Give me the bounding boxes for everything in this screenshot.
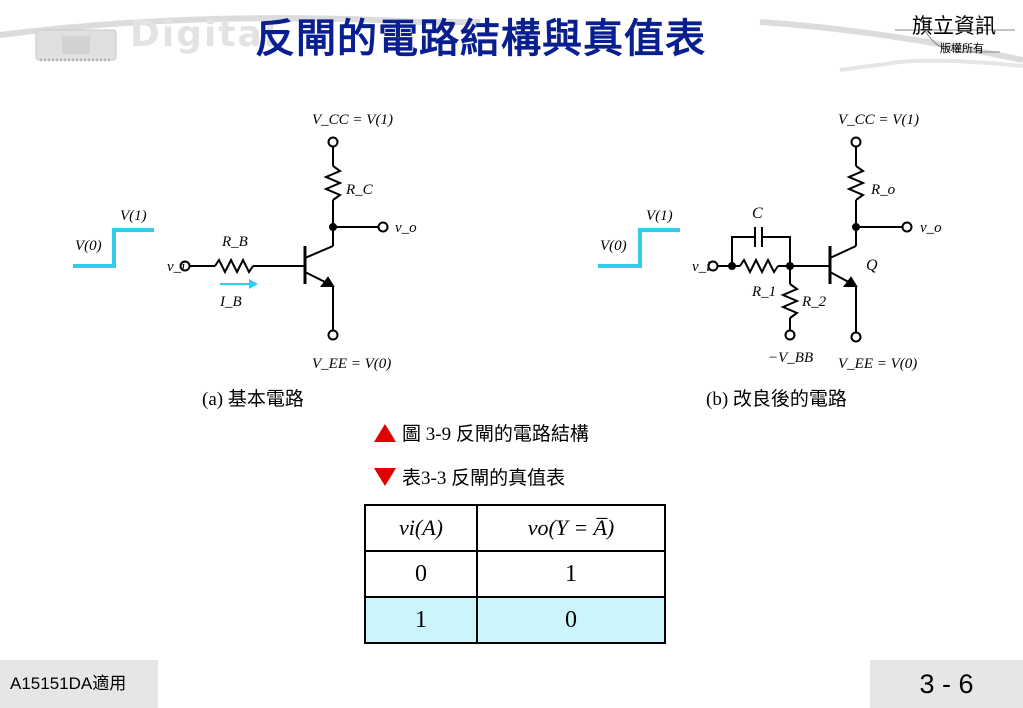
slide-header: Digital 反閘的電路結構與真值表 旗立資訊 版權所有: [0, 0, 1023, 72]
table-caption: 表3-3 反閘的真值表: [374, 463, 565, 490]
rb-label: R_B: [221, 234, 248, 250]
r1-resistor: [739, 257, 779, 275]
input-waveform-a: [73, 228, 154, 268]
input-high-label-a: V(1): [120, 208, 147, 224]
triangle-down-icon: [374, 468, 396, 486]
table-header-row: vi(A) vo(Y = A̅): [364, 504, 666, 552]
circuit-a-caption: (a) 基本電路: [202, 389, 304, 410]
vee-label-a: V_EE = V(0): [312, 356, 391, 372]
vi-label-b: v_i: [692, 259, 710, 275]
figure-caption-text: 圖 3-9 反閘的電路結構: [402, 424, 589, 445]
ro-resistor: [846, 165, 866, 201]
r2-resistor: [780, 283, 800, 319]
c-label: C: [752, 205, 763, 222]
header-watermark: Digital: [130, 14, 279, 55]
table-cell: 0: [476, 596, 666, 644]
page-number: 3 - 6: [870, 660, 1023, 708]
rc-label: R_C: [345, 182, 374, 198]
table-row: 0 1: [364, 550, 666, 598]
table-cell: 1: [476, 550, 666, 598]
q-label: Q: [866, 257, 878, 274]
vi-label-a: v_i: [167, 259, 185, 275]
input-waveform-b: [598, 228, 680, 268]
table-cell: 0: [364, 550, 478, 598]
vee-label-b: V_EE = V(0): [838, 356, 917, 372]
vi-terminal-b: [707, 260, 719, 272]
rb-resistor: [214, 257, 254, 275]
r2-label: R_2: [801, 294, 827, 310]
input-low-label-b: V(0): [600, 238, 627, 254]
table-header-output: vo(Y = A̅): [476, 504, 666, 552]
truth-table: vi(A) vo(Y = A̅) 0 1 1 0: [364, 504, 666, 644]
copyright-note: 版權所有: [940, 42, 984, 55]
vcc-terminal-b: [850, 136, 862, 148]
rc-resistor: [323, 165, 343, 201]
table-row: 1 0: [364, 596, 666, 644]
vo-label-a: v_o: [395, 220, 417, 236]
vbb-terminal: [784, 329, 796, 341]
circuit-b-caption: (b) 改良後的電路: [706, 389, 847, 410]
page-title: 反閘的電路結構與真值表: [255, 15, 706, 62]
vcc-label-a: V_CC = V(1): [312, 112, 393, 128]
circuit-a: [179, 136, 389, 341]
figure-caption: 圖 3-9 反閘的電路結構: [374, 419, 589, 446]
circuit-diagrams: V_CC = V(1) R_C v_o R_B v_i I_B V_EE = V…: [73, 112, 942, 372]
table-caption-text: 表3-3 反閘的真值表: [402, 468, 566, 489]
table-cell: 1: [364, 596, 478, 644]
table-header-input: vi(A): [364, 504, 478, 552]
vi-terminal-a: [179, 260, 191, 272]
circuit-b: [707, 136, 913, 343]
vbb-label: −V_BB: [768, 350, 813, 366]
chip-icon: [35, 29, 117, 62]
vo-terminal-a: [377, 221, 389, 233]
input-high-label-b: V(1): [646, 208, 673, 224]
vcc-label-b: V_CC = V(1): [838, 112, 919, 128]
ib-label: I_B: [219, 294, 242, 310]
vo-terminal-b: [901, 221, 913, 233]
ro-label: R_o: [870, 182, 896, 198]
input-low-label-a: V(0): [75, 238, 102, 254]
course-code: A15151DA適用: [0, 660, 158, 708]
vee-terminal-b: [850, 331, 862, 343]
r1-label: R_1: [751, 284, 776, 300]
header-decoration: [0, 15, 1023, 72]
vo-label-b: v_o: [920, 220, 942, 236]
vcc-terminal-a: [327, 136, 339, 148]
vee-terminal-a: [327, 329, 339, 341]
publisher-name: 旗立資訊: [912, 14, 996, 38]
triangle-up-icon: [374, 424, 396, 442]
